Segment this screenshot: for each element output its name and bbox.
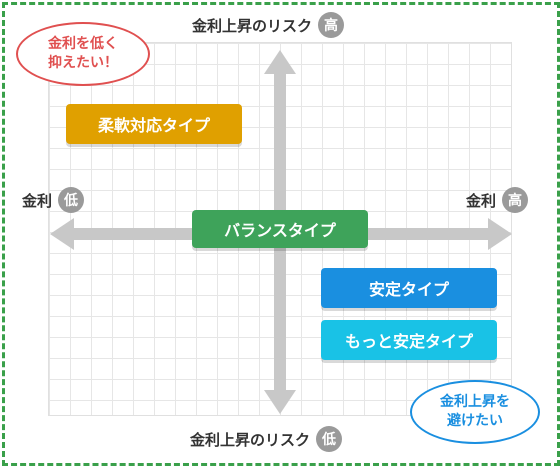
low-badge: 低 [316, 426, 343, 452]
up-arrow-icon [264, 50, 296, 74]
right-axis-label: 金利 高 [466, 187, 529, 213]
flexible-type-box: 柔軟対応タイプ [66, 104, 242, 144]
top-axis-text: 金利上昇のリスク [192, 16, 313, 35]
left-arrow-icon [50, 218, 74, 250]
left-axis-label: 金利 低 [22, 187, 85, 213]
low-rate-bubble-line1: 金利を低く [48, 36, 118, 52]
avoid-rise-bubble-line1: 金利上昇を [440, 394, 510, 410]
more-stable-type-box: もっと安定タイプ [321, 320, 497, 360]
bottom-axis-label: 金利上昇のリスク 低 [190, 426, 343, 452]
high-badge: 高 [502, 187, 529, 213]
down-arrow-icon [264, 390, 296, 414]
low-rate-bubble-line2: 抑えたい！ [48, 55, 118, 71]
low-badge: 低 [58, 187, 85, 213]
avoid-rise-bubble: 金利上昇を 避けたい [410, 380, 540, 444]
avoid-rise-bubble-line2: 避けたい [447, 413, 503, 429]
left-axis-text: 金利 [22, 191, 53, 210]
right-arrow-icon [488, 218, 512, 250]
top-axis-label: 金利上昇のリスク 高 [192, 12, 345, 38]
balance-type-box: バランスタイプ [192, 210, 368, 248]
bottom-axis-text: 金利上昇のリスク [190, 430, 311, 449]
low-rate-bubble: 金利を低く 抑えたい！ [16, 22, 150, 86]
stable-type-box: 安定タイプ [321, 268, 497, 308]
right-axis-text: 金利 [466, 191, 497, 210]
high-badge: 高 [318, 12, 345, 38]
